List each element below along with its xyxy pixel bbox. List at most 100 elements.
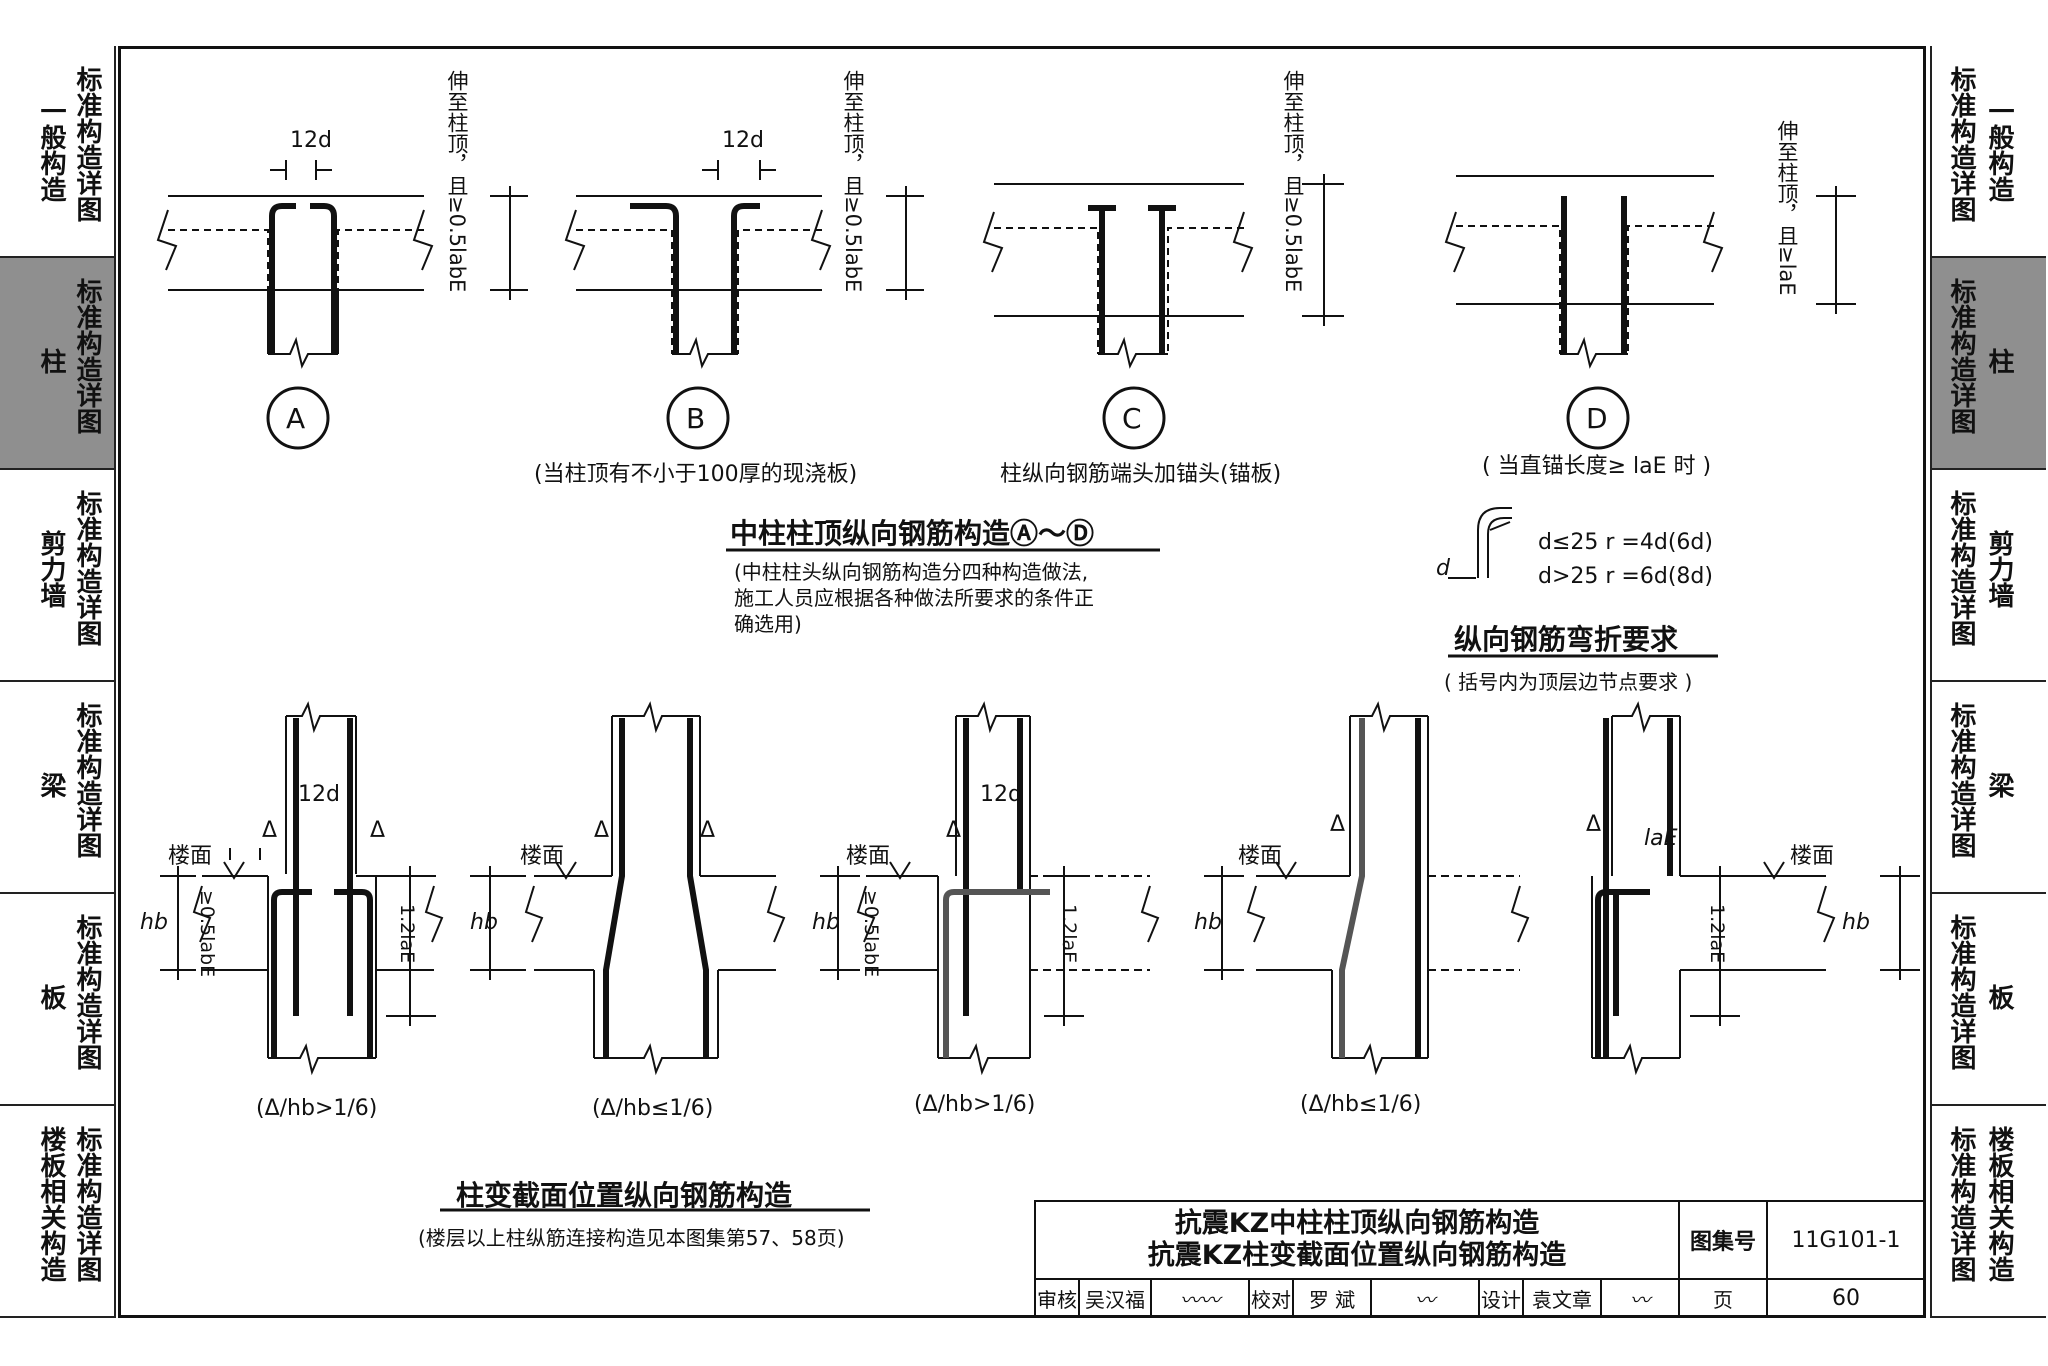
floor-label-4: 楼面	[1238, 844, 1283, 869]
section-top-note-3: 确选用)	[734, 612, 802, 636]
check-label: 校对	[1248, 1278, 1294, 1318]
anchor-label-d: 伸至柱顶，且≥laE	[1775, 120, 1799, 296]
tab-label: 柱	[36, 348, 66, 374]
delta-4: Δ	[1330, 812, 1346, 837]
tab-label: 梁	[36, 772, 66, 798]
caption-c: 柱纵向钢筋端头加锚头(锚板)	[1000, 462, 1282, 487]
caption-d: ( 当直锚长度≥ laE 时 )	[1482, 454, 1712, 479]
floor-label-3: 楼面	[846, 844, 891, 869]
tab-sublabel: 标准构造详图	[1946, 914, 1976, 1070]
hb-2: hb	[470, 910, 498, 935]
tab-sublabel: 标准构造详图	[1946, 278, 1976, 434]
dim-05labe-3: ≥0.5labE	[860, 890, 882, 978]
section-top-note-2: 施工人员应根据各种做法所要求的条件正	[734, 586, 1094, 610]
detail-a	[156, 160, 528, 450]
hb-5: hb	[1842, 910, 1870, 935]
bend-d-label: d	[1436, 556, 1450, 581]
tab-label: 剪力墙	[1984, 530, 2014, 608]
hb-1: hb	[140, 910, 168, 935]
right-tab-general[interactable]: 标准构造详图 一般构造	[1930, 46, 2046, 258]
atlas-number: 11G101-1	[1766, 1200, 1926, 1280]
anchor-label-b: 伸至柱顶，且≥0.5labE	[841, 70, 865, 293]
tab-label: 剪力墙	[36, 530, 66, 608]
right-tab-floor-related[interactable]: 标准构造详图 楼板相关构造	[1930, 1106, 2046, 1318]
drawing-title-1: 抗震KZ中柱柱顶纵向钢筋构造	[1174, 1208, 1540, 1239]
floor-label-1: 楼面	[168, 844, 213, 869]
bend-title: 纵向钢筋弯折要求	[1454, 623, 1679, 656]
tab-label: 板	[1984, 984, 2014, 1010]
right-tab-shearwall[interactable]: 标准构造详图 剪力墙	[1930, 470, 2046, 682]
detail-b	[564, 160, 924, 450]
page-label: 页	[1678, 1278, 1768, 1318]
left-tab-floor-related[interactable]: 楼板相关构造 标准构造详图	[0, 1106, 116, 1318]
caption-b: (当柱顶有不小于100厚的现浇板)	[534, 462, 858, 487]
detail-c	[982, 174, 1344, 450]
right-tab-beam[interactable]: 标准构造详图 梁	[1930, 682, 2046, 894]
section-detail-5	[1591, 701, 1920, 1076]
tab-label: 楼板相关构造	[36, 1126, 66, 1282]
atlas-label: 图集号	[1678, 1200, 1768, 1280]
checker-signature: 〰	[1370, 1278, 1480, 1318]
lae-top-5: laE	[1644, 826, 1678, 851]
dim-12d-b: 12d	[722, 128, 764, 153]
detail-d	[1444, 175, 1856, 450]
bend-sketch	[1448, 507, 1512, 579]
tab-label: 楼板相关构造	[1984, 1126, 2014, 1282]
section-bottom-note: (楼层以上柱纵筋连接构造见本图集第57、58页)	[418, 1226, 845, 1250]
reviewer-signature: 〰〰	[1150, 1278, 1250, 1318]
tab-sublabel: 标准构造详图	[72, 702, 102, 858]
delta-1b: Δ	[370, 818, 386, 843]
dim-05labe-1: ≥0.5labE	[196, 890, 218, 978]
dim-12lae-3: 1.2laE	[1058, 904, 1080, 964]
title-cell: 抗震KZ中柱柱顶纵向钢筋构造 抗震KZ柱变截面位置纵向钢筋构造	[1034, 1200, 1680, 1280]
left-tab-shearwall[interactable]: 剪力墙 标准构造详图	[0, 470, 116, 682]
section-top-title: 中柱柱顶纵向钢筋构造Ⓐ～Ⓓ	[730, 517, 1095, 550]
tab-sublabel: 标准构造详图	[1946, 1126, 1976, 1282]
reviewer-name: 吴汉福	[1078, 1278, 1152, 1318]
section-detail-3	[820, 701, 1160, 1076]
review-label: 审核	[1034, 1278, 1080, 1318]
dim-12d-bottom-3: 12d	[980, 782, 1022, 807]
right-tab-slab[interactable]: 标准构造详图 板	[1930, 894, 2046, 1106]
delta-2b: Δ	[700, 818, 716, 843]
tab-label: 一般构造	[36, 98, 66, 202]
designer-name: 袁文章	[1522, 1278, 1602, 1318]
tab-sublabel: 标准构造详图	[72, 278, 102, 434]
right-tab-column[interactable]: 标准构造详图 柱	[1930, 258, 2046, 470]
circle-label-d: D	[1586, 402, 1608, 435]
tab-sublabel: 标准构造详图	[72, 1126, 102, 1282]
ratio-caption-2: (Δ/hb≤1/6)	[592, 1096, 714, 1121]
delta-1a: Δ	[262, 818, 278, 843]
tab-sublabel: 标准构造详图	[72, 914, 102, 1070]
design-label: 设计	[1478, 1278, 1524, 1318]
tab-sublabel: 标准构造详图	[1946, 490, 1976, 646]
tab-label: 一般构造	[1984, 98, 2014, 202]
tab-sublabel: 标准构造详图	[1946, 66, 1976, 222]
bend-rule-2: d>25 r =6d(8d)	[1538, 564, 1713, 589]
delta-5: Δ	[1586, 812, 1602, 837]
ratio-caption-3: (Δ/hb>1/6)	[914, 1092, 1036, 1117]
left-tab-beam[interactable]: 梁 标准构造详图	[0, 682, 116, 894]
tab-label: 板	[36, 984, 66, 1010]
anchor-label-c: 伸至柱顶，且≥0.5labE	[1281, 70, 1305, 293]
delta-2a: Δ	[594, 818, 610, 843]
section-detail-2	[470, 701, 786, 1076]
floor-label-2: 楼面	[520, 844, 565, 869]
section-detail-1	[160, 701, 444, 1076]
anchor-label-a: 伸至柱顶，且≥0.5labE	[445, 70, 469, 293]
circle-label-a: A	[286, 402, 306, 435]
tab-sublabel: 标准构造详图	[72, 490, 102, 646]
section-top-note-1: (中柱柱头纵向钢筋构造分四种构造做法,	[734, 560, 1089, 584]
left-tab-column[interactable]: 柱 标准构造详图	[0, 258, 116, 470]
designer-signature: 〰	[1600, 1278, 1680, 1318]
left-tab-general[interactable]: 一般构造 标准构造详图	[0, 46, 116, 258]
dim-12d-a: 12d	[290, 128, 332, 153]
left-tab-slab[interactable]: 板 标准构造详图	[0, 894, 116, 1106]
hb-4: hb	[1194, 910, 1222, 935]
title-block: 抗震KZ中柱柱顶纵向钢筋构造 抗震KZ柱变截面位置纵向钢筋构造 图集号 11G1…	[1034, 1200, 1926, 1318]
page-number: 60	[1766, 1278, 1926, 1318]
bend-note: ( 括号内为顶层边节点要求 )	[1444, 670, 1693, 694]
dim-12d-bottom-1: 12d	[298, 782, 340, 807]
bend-rule-1: d≤25 r =4d(6d)	[1538, 530, 1713, 555]
